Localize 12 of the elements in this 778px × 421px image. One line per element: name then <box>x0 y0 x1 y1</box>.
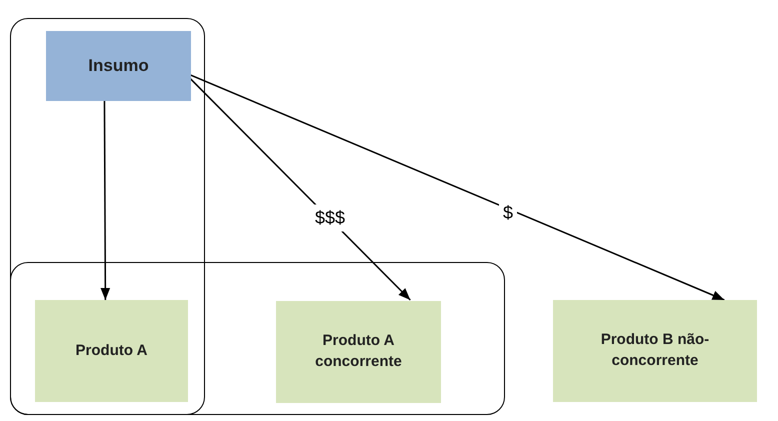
node-label: Produto A <box>76 340 148 361</box>
group-outline <box>10 18 205 415</box>
group-outline <box>10 262 505 415</box>
node-label: Produto B não-concorrente <box>600 330 710 371</box>
product-box <box>553 300 757 402</box>
node-label: Produto A concorrente <box>314 331 403 372</box>
node-label: Insumo <box>88 55 149 78</box>
arrow <box>190 74 725 301</box>
arrow <box>100 100 110 300</box>
product-box <box>276 301 441 403</box>
product-box <box>35 300 188 402</box>
input-box <box>46 31 191 101</box>
